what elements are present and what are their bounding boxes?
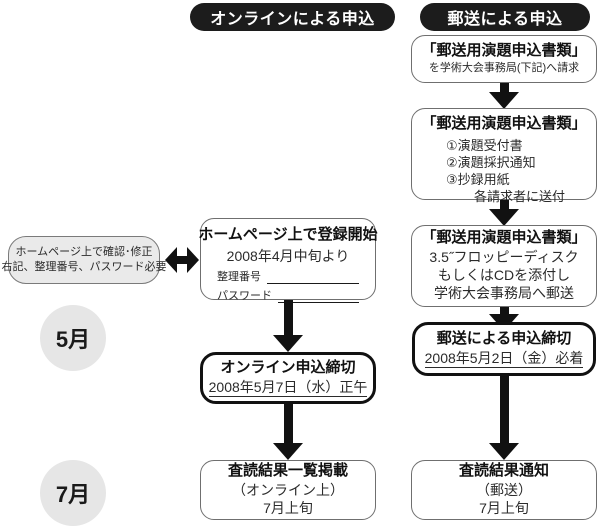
arrow-stem [499, 200, 509, 210]
online-register-field-password-rule[interactable] [278, 291, 359, 303]
mail-submit-sub2: もしくはCDを添付し [437, 267, 571, 284]
arrow-mail-contents-to-submit [489, 200, 519, 226]
mail-contents-item-1: ①演題受付書 [446, 137, 523, 153]
online-register-field-seiri-rule[interactable] [267, 272, 359, 284]
mail-result-box: 査読結果通知 （郵送） 7月上旬 [411, 460, 597, 520]
online-side-note-line2: 右記、整理番号、パスワード必要 [1, 261, 167, 273]
online-side-note-box: ホームページ上で確認･修正 右記、整理番号、パスワード必要 [2, 236, 167, 284]
month-marker-may: 5月 [40, 305, 106, 371]
mail-contents-item-3: ③抄録用紙 [446, 172, 510, 188]
arrow-stem [499, 376, 509, 444]
online-result-title: 査読結果一覧掲載 [227, 462, 348, 480]
mail-deadline-title: 郵送による申込締切 [436, 330, 572, 348]
mail-contents-title: 「郵送用演題申込書類」 [421, 115, 587, 132]
mail-request-box: 「郵送用演題申込書類」 を学術大会事務局(下記)へ請求 [411, 35, 597, 83]
arrow-stem [283, 300, 293, 336]
mail-contents-item-4: 各請求者に送付 [474, 189, 566, 205]
arrow-bidirectional-note-register [165, 247, 199, 273]
column-header-online-label: オンラインによる申込 [210, 11, 375, 28]
mail-result-title: 査読結果通知 [458, 462, 549, 480]
mail-contents-box: 「郵送用演題申込書類」 ①演題受付書 ②演題採択通知 ③抄録用紙 各請求者に送付 [411, 108, 597, 204]
arrow-bar [177, 256, 187, 264]
mail-deadline-box: 郵送による申込締切 2008年5月2日（金）必着 [412, 322, 596, 376]
online-register-title: ホームページ上で登録開始 [198, 226, 378, 243]
arrow-head [273, 335, 303, 352]
arrow-head [489, 92, 519, 109]
mail-submit-sub1: 3.5˝フロッピーディスク [429, 249, 579, 266]
mail-request-title: 「郵送用演題申込書類」 [421, 42, 587, 60]
arrow-online-deadline-to-result [273, 404, 303, 460]
online-result-box: 査読結果一覧掲載 （オンライン上） 7月上旬 [200, 460, 376, 520]
mail-contents-item-2: ②演題採択通知 [446, 154, 536, 170]
month-marker-july: 7月 [40, 460, 106, 526]
online-register-date: 2008年4月中旬より [226, 247, 350, 264]
online-deadline-date: 2008年5月7日（水）正午 [208, 378, 368, 397]
online-register-box: ホームページ上で登録開始 2008年4月中旬より 整理番号 パスワード [198, 218, 378, 303]
month-marker-may-label: 5月 [55, 327, 91, 352]
arrow-head-left [165, 247, 177, 273]
mail-submit-box: 「郵送用演題申込書類」 3.5˝フロッピーディスク もしくはCDを添付し 学術大… [411, 225, 597, 307]
month-marker-july-label: 7月 [55, 482, 91, 507]
online-result-sub1: （オンライン上） [232, 482, 344, 499]
column-header-mail-label: 郵送による申込 [447, 11, 563, 28]
arrow-head [489, 209, 519, 226]
online-side-note-line1: ホームページ上で確認･修正 [15, 246, 153, 259]
online-result-sub2: 7月上旬 [263, 500, 313, 517]
column-header-mail: 郵送による申込 [420, 3, 590, 31]
arrow-stem [499, 83, 509, 93]
arrow-head [489, 443, 519, 460]
arrow-mail-request-to-contents [489, 83, 519, 109]
online-deadline-title: オンライン申込締切 [220, 359, 356, 377]
mail-result-sub1: （郵送） [476, 482, 532, 499]
arrow-head [273, 443, 303, 460]
online-register-field-seiri-label: 整理番号 [217, 270, 261, 283]
arrow-stem [283, 404, 293, 444]
mail-deadline-date: 2008年5月2日（金）必着 [424, 349, 584, 368]
online-register-field-password-label: パスワード [217, 289, 272, 302]
arrow-online-register-to-deadline [273, 300, 303, 352]
online-register-field-seiri: 整理番号 [207, 268, 369, 284]
arrow-mail-deadline-to-result [489, 376, 519, 460]
mail-request-sub1: を学術大会事務局(下記)へ請求 [428, 61, 580, 74]
arrow-stem [499, 307, 509, 315]
mail-result-sub2: 7月上旬 [479, 500, 529, 517]
online-register-field-password: パスワード [207, 287, 369, 303]
mail-submit-sub3: 学術大会事務局へ郵送 [434, 285, 574, 302]
column-header-online: オンラインによる申込 [190, 3, 395, 31]
mail-submit-title: 「郵送用演題申込書類」 [421, 229, 587, 247]
online-deadline-box: オンライン申込締切 2008年5月7日（水）正午 [200, 352, 376, 404]
arrow-head-right [187, 247, 199, 273]
